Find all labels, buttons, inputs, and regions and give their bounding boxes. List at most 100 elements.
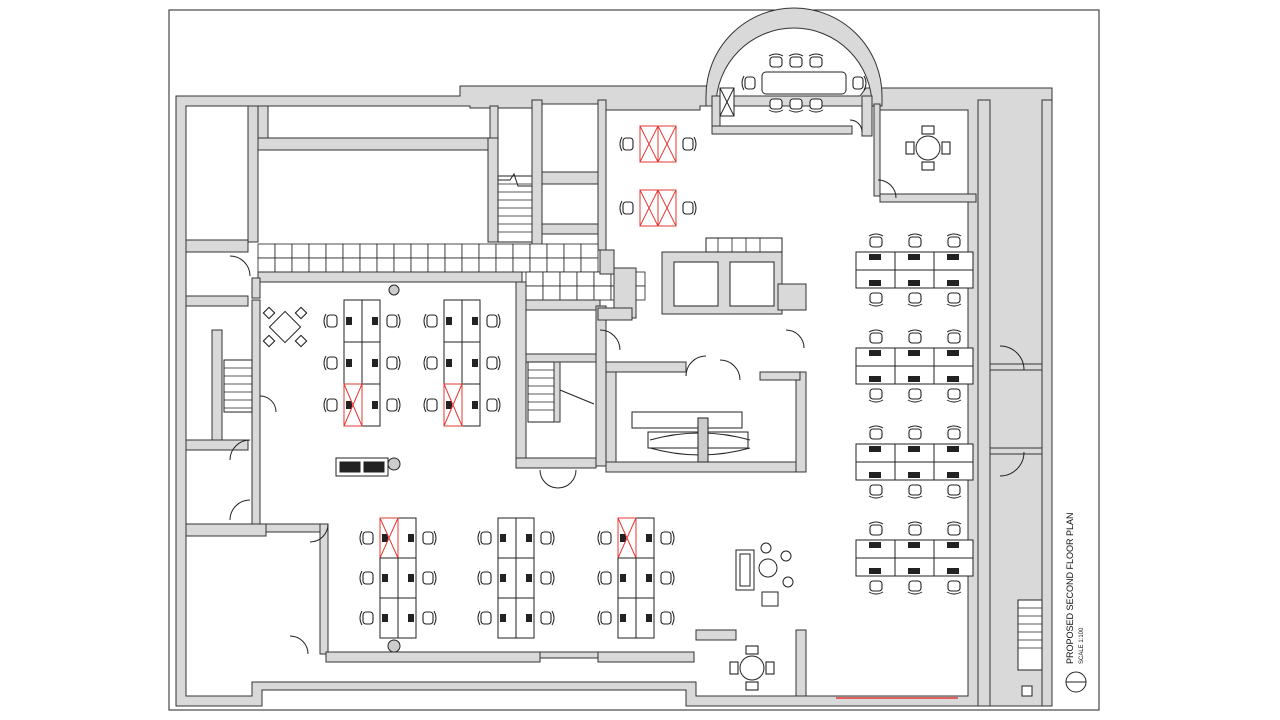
floor-tile — [342, 243, 361, 259]
removal-marker — [443, 383, 463, 427]
office-chair — [477, 610, 492, 626]
monitor — [908, 568, 920, 574]
chair-seat — [540, 611, 552, 625]
chair-back — [671, 610, 675, 626]
chair-back — [671, 570, 675, 586]
chair-seat — [947, 388, 961, 400]
chair-back — [359, 530, 363, 546]
chair-seat — [386, 314, 398, 328]
floor-tile — [563, 243, 582, 259]
left-stair — [211, 329, 253, 441]
exterior-walls — [175, 85, 1053, 707]
chair-back — [497, 397, 501, 413]
floor-tile — [444, 243, 463, 259]
monitor — [408, 614, 414, 622]
removal-marker — [343, 383, 363, 427]
chair-seat — [869, 428, 883, 440]
office-chair — [422, 610, 437, 626]
office-chair — [868, 425, 884, 440]
chair-seat — [600, 571, 612, 585]
plan-title: PROPOSED SECOND FLOOR PLAN — [1065, 512, 1075, 664]
monitor — [947, 350, 959, 356]
office-chair — [423, 397, 438, 413]
floor-tile — [308, 243, 327, 259]
monitor — [526, 534, 532, 542]
chair-back — [907, 329, 923, 333]
floor-tile — [512, 257, 531, 273]
office-chair — [946, 329, 962, 344]
chair-back — [741, 75, 745, 91]
plan-scale: SCALE 1:100 — [1079, 627, 1085, 664]
tiled-corridor — [257, 243, 646, 301]
floor-tile — [461, 257, 480, 273]
removal-marker — [379, 517, 399, 559]
floor-tile — [580, 257, 599, 273]
monitor — [869, 472, 881, 478]
chair-back — [907, 233, 923, 237]
monitor — [947, 446, 959, 452]
office-chair — [852, 75, 867, 91]
floor-tile — [376, 243, 395, 259]
floor-tile — [427, 243, 446, 259]
monitor — [947, 376, 959, 382]
monitor — [908, 542, 920, 548]
desk-cluster — [323, 299, 401, 427]
desk-cluster — [855, 425, 974, 499]
right-stair — [1017, 599, 1043, 697]
monitor — [372, 317, 378, 325]
chair-back — [946, 329, 962, 333]
chair-seat — [422, 531, 434, 545]
lounge-seating — [735, 542, 794, 607]
chair-back — [907, 495, 923, 499]
removal-marker — [639, 125, 659, 163]
chair-seat — [682, 137, 694, 151]
desk — [933, 269, 974, 289]
chair-back — [868, 425, 884, 429]
north-arrow-icon — [1065, 671, 1087, 693]
office-chair — [422, 570, 437, 586]
floor-tile — [529, 243, 548, 259]
chair-seat — [480, 571, 492, 585]
office-chair — [907, 425, 923, 440]
monitor — [620, 574, 626, 582]
monitor — [869, 254, 881, 260]
chair-seat — [744, 76, 756, 90]
chair-back — [423, 313, 427, 329]
monitor — [382, 534, 388, 542]
office-chair — [359, 530, 374, 546]
monitor — [908, 446, 920, 452]
chair-seat — [362, 571, 374, 585]
monitor — [500, 614, 506, 622]
office-chair — [386, 313, 401, 329]
monitor — [446, 359, 452, 367]
chair-back — [768, 53, 784, 57]
chair-seat — [852, 76, 864, 90]
desk — [933, 557, 974, 577]
floor-tile — [410, 243, 429, 259]
chair-seat — [769, 98, 783, 110]
desk-cluster — [855, 521, 974, 595]
chair-back — [907, 399, 923, 403]
drawing-frame — [168, 9, 1100, 711]
removal-marker — [657, 189, 677, 227]
office-chair — [868, 292, 884, 307]
office-chair — [868, 484, 884, 499]
chair-back — [868, 399, 884, 403]
office-chair — [477, 530, 492, 546]
monitor — [947, 472, 959, 478]
chair-seat — [908, 388, 922, 400]
office-chair — [540, 570, 555, 586]
chair-seat — [947, 580, 961, 592]
floor-tile — [461, 243, 480, 259]
chair-back — [907, 591, 923, 595]
office-chair — [359, 570, 374, 586]
floor-tile — [342, 257, 361, 273]
chair-seat — [480, 531, 492, 545]
monitor — [908, 280, 920, 286]
floor-tile — [410, 257, 429, 273]
office-chair — [907, 484, 923, 499]
monitor — [408, 574, 414, 582]
chair-seat — [908, 484, 922, 496]
chair-back — [907, 521, 923, 525]
